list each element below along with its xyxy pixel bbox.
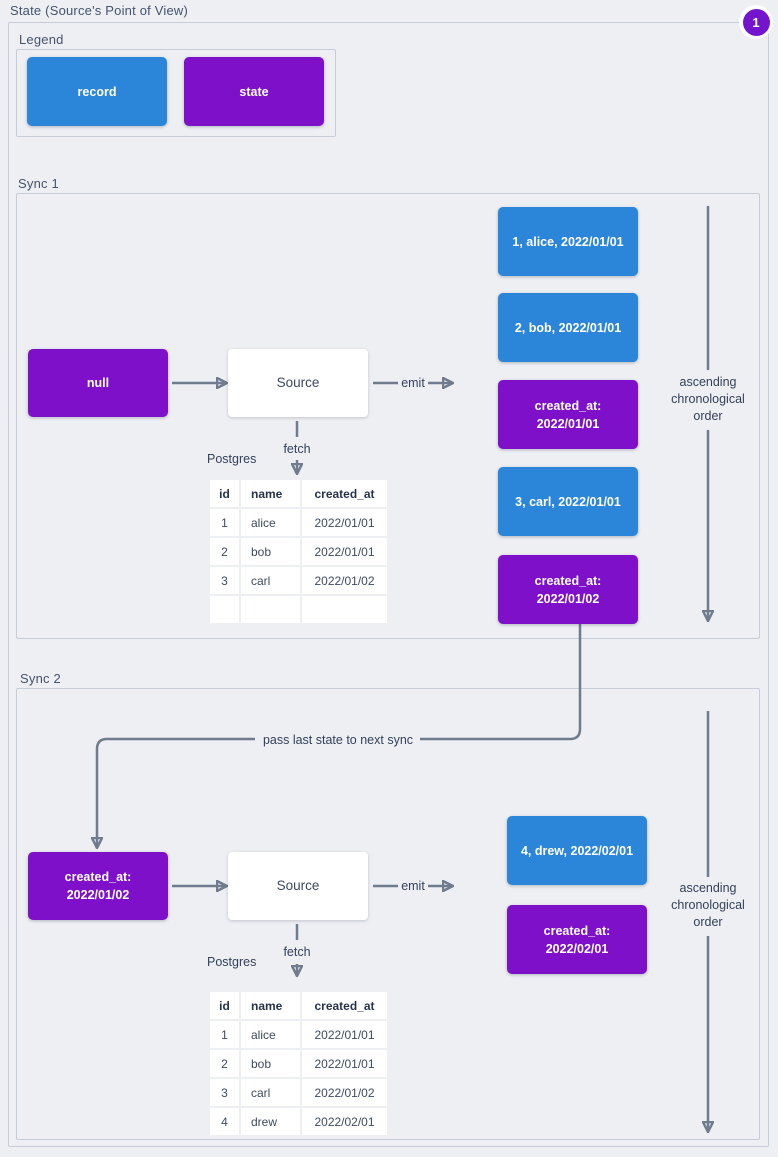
- table-cell: 2: [210, 538, 239, 565]
- legend-state-label: state: [239, 84, 269, 99]
- table-cell: 2022/01/01: [302, 1050, 387, 1077]
- table-row: 2 bob 2022/01/01: [210, 538, 387, 565]
- record-text: 1, alice, 2022/01/01: [512, 234, 624, 249]
- table-row: 1 alice 2022/01/01: [210, 1021, 387, 1048]
- record-box: 3, carl, 2022/01/01: [498, 467, 638, 536]
- table-cell: alice: [241, 509, 300, 536]
- sync2-source-box: Source: [228, 852, 368, 920]
- legend-record-swatch: record: [27, 57, 167, 126]
- table-cell: 2022/01/01: [302, 538, 387, 565]
- sync1-frame: [16, 193, 760, 639]
- table-cell: bob: [241, 538, 300, 565]
- sync1-label: Sync 1: [18, 176, 59, 191]
- diagram-outer-frame: [8, 22, 769, 1147]
- legend-record-label: record: [77, 84, 117, 99]
- legend-frame: [16, 49, 336, 137]
- annotation-badge-number: 1: [742, 8, 770, 36]
- state-text: created_at:: [534, 398, 602, 413]
- table-header-cell: id: [210, 992, 239, 1019]
- state-box: created_at: 2022/02/01: [507, 905, 647, 974]
- table-header-row: id name created_at: [210, 480, 387, 507]
- table-header-row: id name created_at: [210, 992, 387, 1019]
- table-cell: [210, 596, 239, 623]
- sync1-emit-label: emit: [401, 376, 425, 390]
- table-header-cell: name: [241, 992, 300, 1019]
- table-cell: bob: [241, 1050, 300, 1077]
- state-text: null: [86, 376, 110, 390]
- table-cell: 2022/01/01: [302, 1021, 387, 1048]
- pass-state-connector-label: pass last state to next sync: [262, 733, 414, 747]
- table-cell: alice: [241, 1021, 300, 1048]
- pass-state-connector-right: [420, 624, 582, 741]
- sync1-order-label: ascending chronological order: [671, 375, 745, 423]
- source-label: Source: [276, 375, 320, 390]
- sync2-fetch-label: fetch: [283, 945, 311, 959]
- source-label: Source: [276, 878, 320, 893]
- table-cell: 2022/01/02: [302, 1079, 387, 1106]
- diagram-title: State (Source's Point of View): [10, 3, 189, 18]
- annotation-badge: 1: [739, 5, 773, 39]
- sync1-input-state-box: null: [28, 349, 168, 417]
- record-box: 1, alice, 2022/01/01: [498, 207, 638, 276]
- legend-label: Legend: [19, 32, 64, 47]
- record-text: 3, carl, 2022/01/01: [515, 494, 621, 509]
- table-header-cell: id: [210, 480, 239, 507]
- sync2-order-label: ascending chronological order: [671, 881, 745, 929]
- table-cell: 2022/01/02: [302, 567, 387, 594]
- state-text-line2: 2022/02/01: [545, 941, 609, 956]
- sync2-input-state-box: created_at: 2022/01/02: [28, 852, 168, 920]
- table-cell: 1: [210, 509, 239, 536]
- record-box: 2, bob, 2022/01/01: [498, 293, 638, 362]
- table-cell: drew: [241, 1108, 300, 1135]
- sync2-emit-label: emit: [401, 879, 425, 893]
- table-row: 3 carl 2022/01/02: [210, 1079, 387, 1106]
- table-cell: 2022/01/01: [302, 509, 387, 536]
- table-header-cell: created_at: [302, 992, 387, 1019]
- sync2-postgres-table: id name created_at 1 alice 2022/01/01 2 …: [208, 990, 389, 1137]
- state-text: created_at:: [534, 573, 602, 588]
- legend-state-swatch: state: [184, 57, 324, 126]
- table-cell: carl: [241, 567, 300, 594]
- table-cell: 2: [210, 1050, 239, 1077]
- sync1-postgres-table: id name created_at 1 alice 2022/01/01 2 …: [208, 478, 389, 625]
- table-cell: 3: [210, 1079, 239, 1106]
- table-row: 1 alice 2022/01/01: [210, 509, 387, 536]
- state-box: created_at: 2022/01/01: [498, 380, 638, 449]
- table-row: 2 bob 2022/01/01: [210, 1050, 387, 1077]
- sync1-postgres-label: Postgres: [207, 452, 257, 466]
- state-text: created_at:: [543, 923, 611, 938]
- sync1-source-box: Source: [228, 349, 368, 417]
- state-text-line2: 2022/01/02: [66, 888, 130, 902]
- state-text: created_at:: [64, 870, 132, 884]
- pass-state-connector-left: [97, 737, 255, 846]
- state-text-line2: 2022/01/02: [536, 591, 600, 606]
- table-cell: 2022/02/01: [302, 1108, 387, 1135]
- table-header-cell: created_at: [302, 480, 387, 507]
- sync2-postgres-label: Postgres: [207, 955, 257, 969]
- sync2-label: Sync 2: [20, 671, 61, 686]
- table-cell: 1: [210, 1021, 239, 1048]
- state-box: created_at: 2022/01/02: [498, 555, 638, 624]
- record-text: 2, bob, 2022/01/01: [514, 320, 622, 335]
- record-box: 4, drew, 2022/02/01: [507, 816, 647, 885]
- table-cell: carl: [241, 1079, 300, 1106]
- table-cell: 3: [210, 567, 239, 594]
- table-row: 4 drew 2022/02/01: [210, 1108, 387, 1135]
- table-cell: [302, 596, 387, 623]
- table-cell: [241, 596, 300, 623]
- table-cell: 4: [210, 1108, 239, 1135]
- state-text-line2: 2022/01/01: [536, 416, 600, 431]
- table-row-empty: [210, 596, 387, 623]
- table-header-cell: name: [241, 480, 300, 507]
- sync1-fetch-label: fetch: [283, 442, 311, 456]
- table-row: 3 carl 2022/01/02: [210, 567, 387, 594]
- record-text: 4, drew, 2022/02/01: [520, 843, 634, 858]
- sync2-frame: [16, 688, 760, 1140]
